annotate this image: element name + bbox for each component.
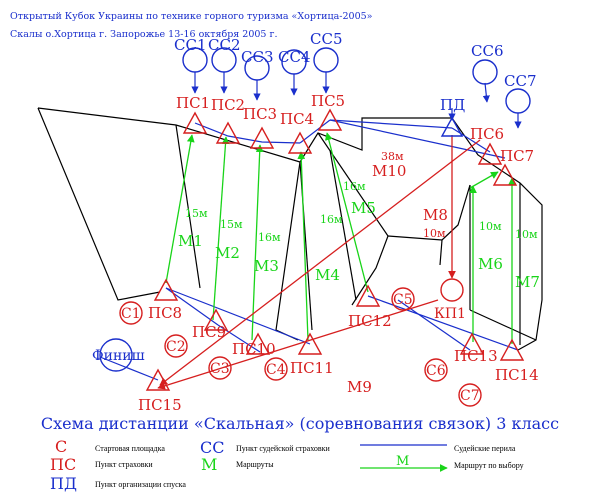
legend-choice-symbol: М xyxy=(396,454,409,469)
judge-label: СС5 xyxy=(310,30,343,48)
route-name: М6 xyxy=(478,255,503,273)
route-length: 16м xyxy=(343,180,366,193)
route-length: 10м xyxy=(479,220,502,233)
judge-label: СС7 xyxy=(504,72,537,90)
start-label: С5 xyxy=(393,292,413,308)
routes-red xyxy=(157,135,481,390)
legend-belay-symbol: ПС xyxy=(50,455,76,474)
belay-label: ПС1 xyxy=(176,94,210,112)
belay-label: ПС10 xyxy=(232,340,276,358)
belay-label: ПС5 xyxy=(311,92,345,110)
legend-rope-text: Судейские перила xyxy=(454,444,516,453)
finish-label: Финиш xyxy=(92,348,145,364)
judge-circles xyxy=(182,47,531,114)
belay-label: ПС14 xyxy=(495,366,539,384)
start-label: С6 xyxy=(426,363,446,379)
route-name: М2 xyxy=(215,244,240,262)
route-labels-red: М8 10м М9 М10 38м xyxy=(347,150,448,396)
routes-green xyxy=(165,132,516,344)
judge-label: СС4 xyxy=(278,48,311,66)
belay-label: ПС3 xyxy=(243,105,277,123)
belay-label: ПС4 xyxy=(280,110,314,128)
legend-judge-symbol: СС xyxy=(200,438,224,457)
belay-label: ПС8 xyxy=(148,304,182,322)
belay-label: ПС12 xyxy=(348,312,392,330)
legend: С Стартовая площадка ПС Пункт страховки … xyxy=(50,437,524,493)
route-name: М3 xyxy=(254,257,279,275)
route-name: М9 xyxy=(347,378,372,396)
legend-start-text: Стартовая площадка xyxy=(95,444,165,453)
belay-label: ПС9 xyxy=(192,323,226,341)
start-labels: С1 С2 С3 С4 С5 С6 С7 xyxy=(121,292,480,404)
judge-labels: СС1 СС2 СС3 СС4 СС5 СС6 СС7 xyxy=(174,30,537,90)
route-name: М10 xyxy=(372,162,406,180)
legend-choice-text: Маршрут по выбору xyxy=(454,461,524,470)
rock-outline xyxy=(37,107,543,351)
start-label: С1 xyxy=(121,306,141,322)
legend-descent-text: Пункт организации спуска xyxy=(95,480,186,489)
route-length: 10м xyxy=(423,227,446,240)
belay-label: ПС6 xyxy=(470,125,504,143)
belay-label: ПС7 xyxy=(500,147,534,165)
belay-triangles xyxy=(145,108,525,391)
legend-belay-text: Пункт страховки xyxy=(95,460,153,469)
checkpoint-label: КП1 xyxy=(434,306,466,322)
belay-label: ПС11 xyxy=(290,359,334,377)
judge-label: СС6 xyxy=(471,42,504,60)
start-label: С7 xyxy=(460,388,480,404)
belay-labels: ПС1 ПС2 ПС3 ПС4 ПС5 ПС6 ПС7 ПС8 ПС9 ПС10… xyxy=(138,92,539,414)
descent-triangle xyxy=(440,116,464,137)
start-circles xyxy=(119,278,482,407)
finish-circle xyxy=(99,338,133,372)
header-line-2: Скалы о.Хортица г. Запорожье 13-16 октяб… xyxy=(10,29,278,40)
route-length: 16м xyxy=(258,231,281,244)
diagram-title: Схема дистанции «Скальная» (соревнования… xyxy=(41,414,559,433)
start-label: С2 xyxy=(166,339,186,355)
judge-label: СС2 xyxy=(208,36,241,54)
legend-start-symbol: С xyxy=(55,437,67,456)
judge-label: СС3 xyxy=(241,48,274,66)
belay-label: ПС15 xyxy=(138,396,182,414)
legend-judge-text: Пункт судейской страховки xyxy=(236,444,331,453)
legend-descent-symbol: ПД xyxy=(50,474,77,493)
start-label: С3 xyxy=(210,361,230,377)
route-name: М8 xyxy=(423,206,448,224)
judge-arrows xyxy=(191,72,522,129)
route-name: М1 xyxy=(178,232,203,250)
legend-route-text: Маршруты xyxy=(236,460,274,469)
route-name: М5 xyxy=(351,199,376,217)
start-label: С4 xyxy=(266,362,286,378)
route-length: 15м xyxy=(185,207,208,220)
legend-route-symbol: М xyxy=(201,455,217,474)
route-length: 10м xyxy=(515,228,538,241)
belay-label: ПС13 xyxy=(454,347,498,365)
judge-label: СС1 xyxy=(174,36,207,54)
route-length: 38м xyxy=(381,150,404,163)
route-name: М4 xyxy=(315,266,340,284)
belay-label: ПС2 xyxy=(211,96,245,114)
descent-label: ПД xyxy=(440,96,465,114)
route-labels-green: М1 15м М2 15м М3 16м М4 16м М5 16м М6 10… xyxy=(178,180,540,291)
route-name: М7 xyxy=(515,273,540,291)
route-length: 16м xyxy=(320,213,343,226)
route-length: 15м xyxy=(220,218,243,231)
header-line-1: Открытый Кубок Украины по технике горног… xyxy=(10,11,373,22)
